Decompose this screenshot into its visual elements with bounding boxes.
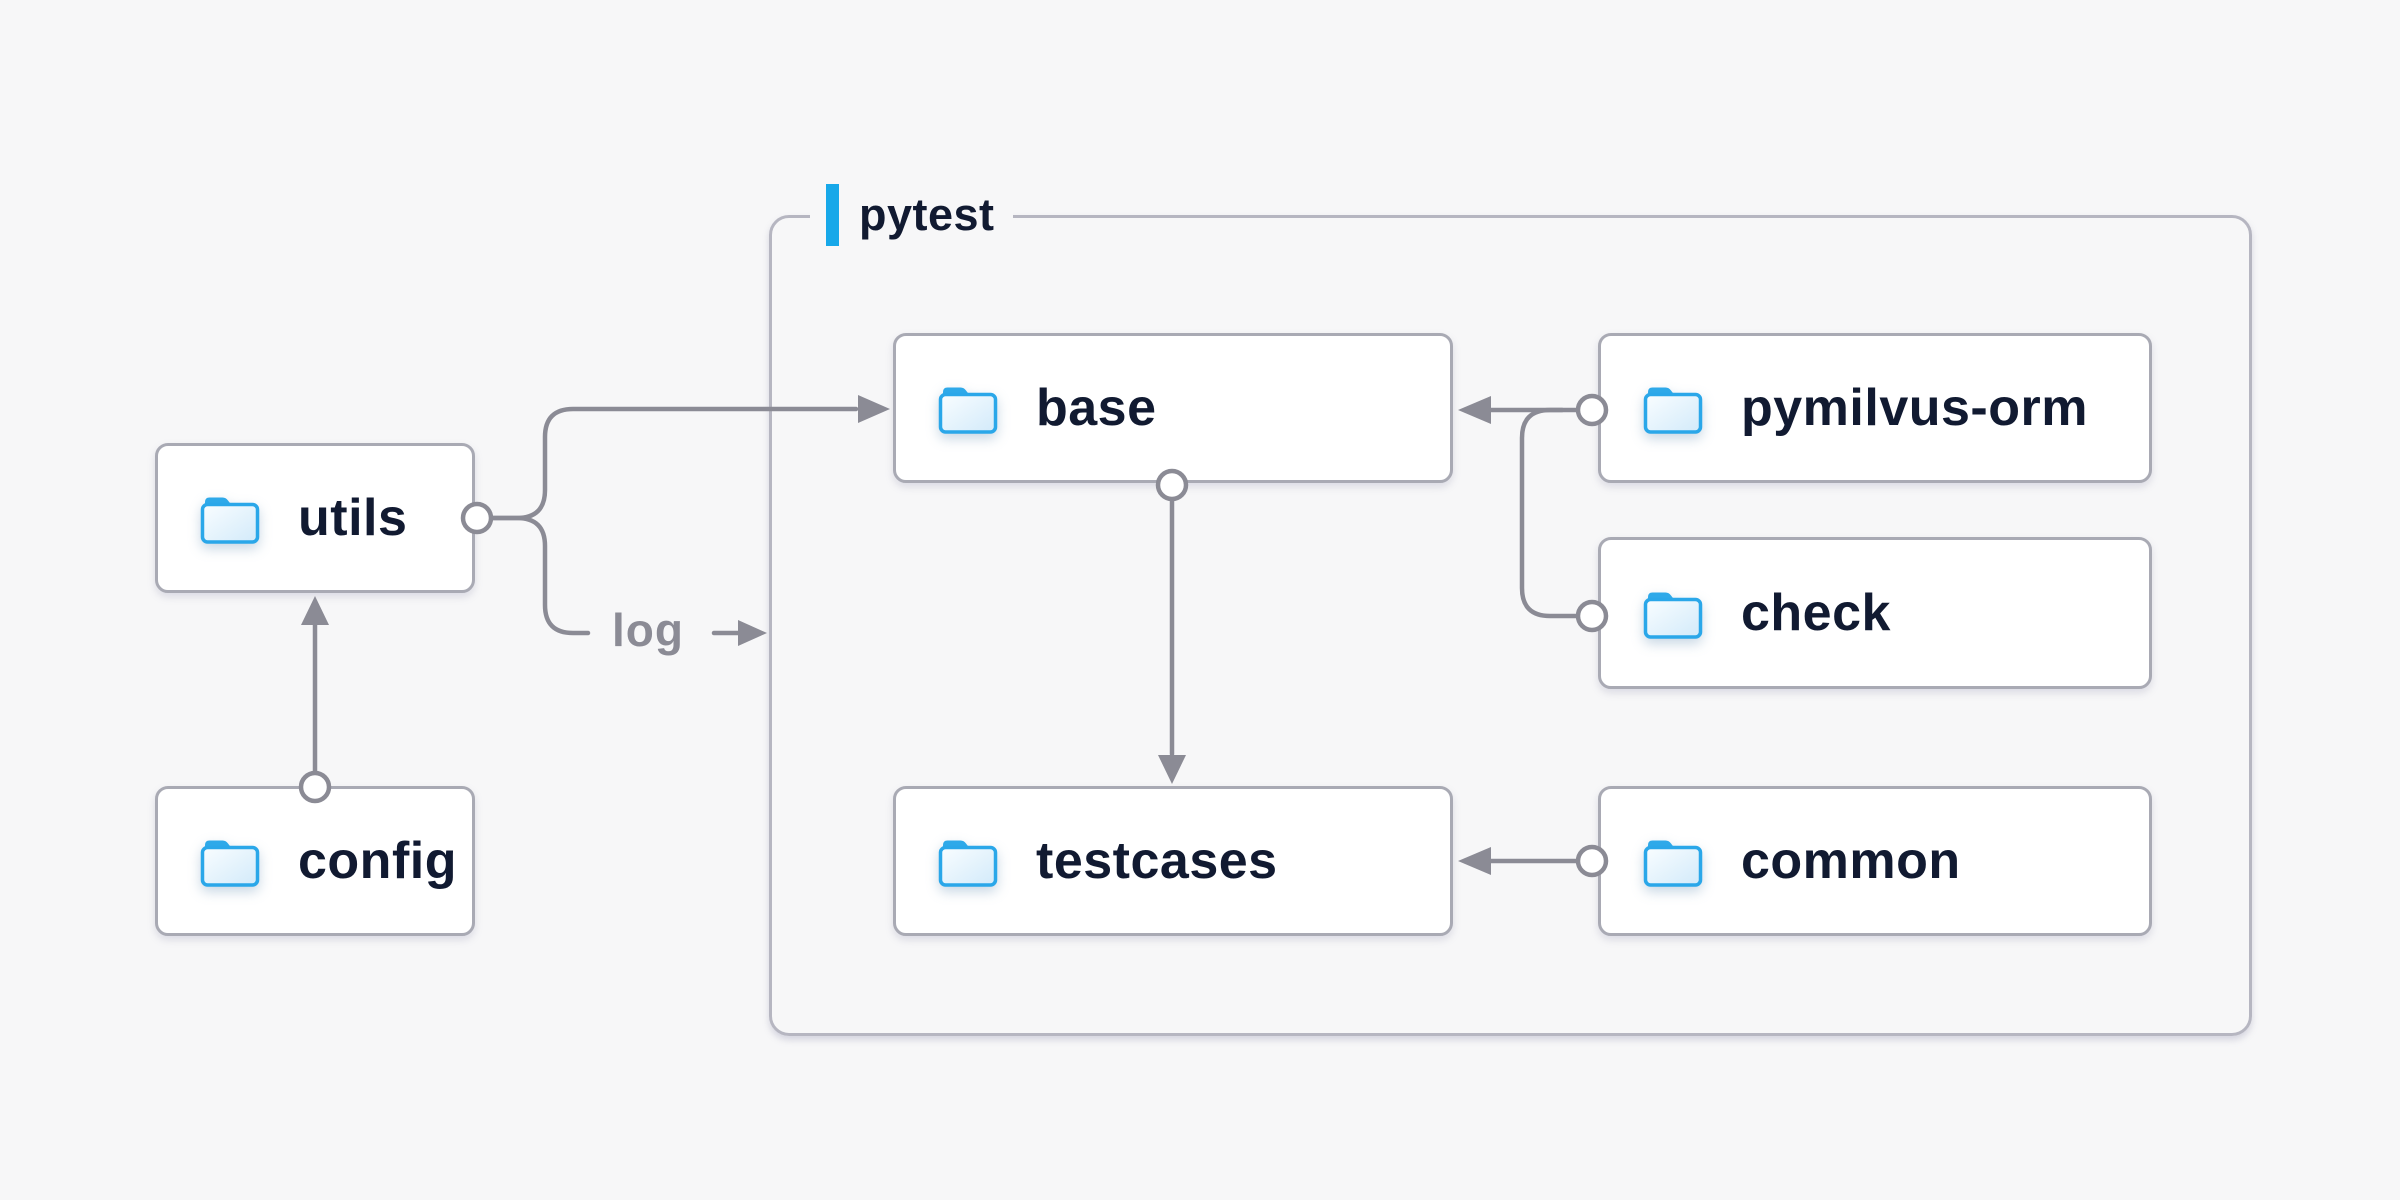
folder-icon <box>200 838 260 887</box>
node-label: common <box>1741 832 1961 890</box>
node-check: check <box>1598 537 2152 689</box>
node-common: common <box>1598 786 2152 936</box>
node-label: base <box>1036 379 1157 437</box>
folder-icon <box>200 495 260 544</box>
pytest-group-label: pytest <box>810 183 1013 247</box>
node-pymilvus-orm: pymilvus-orm <box>1598 333 2152 483</box>
edge-label-log: log <box>612 604 684 656</box>
folder-icon <box>938 838 998 887</box>
pytest-group-container <box>769 215 2252 1036</box>
node-label: utils <box>298 489 408 547</box>
accent-bar <box>826 184 839 246</box>
node-label: pymilvus-orm <box>1741 379 2088 437</box>
folder-icon <box>1643 838 1703 887</box>
pytest-group-title: pytest <box>859 189 995 240</box>
node-config: config <box>155 786 475 936</box>
node-testcases: testcases <box>893 786 1453 936</box>
folder-icon <box>938 385 998 434</box>
folder-icon <box>1643 590 1703 639</box>
node-label: config <box>298 832 457 890</box>
node-utils: utils <box>155 443 475 593</box>
folder-icon <box>1643 385 1703 434</box>
node-label: testcases <box>1036 832 1278 890</box>
edge-config-to-utils <box>298 596 332 804</box>
node-base: base <box>893 333 1453 483</box>
node-label: check <box>1741 584 1891 642</box>
